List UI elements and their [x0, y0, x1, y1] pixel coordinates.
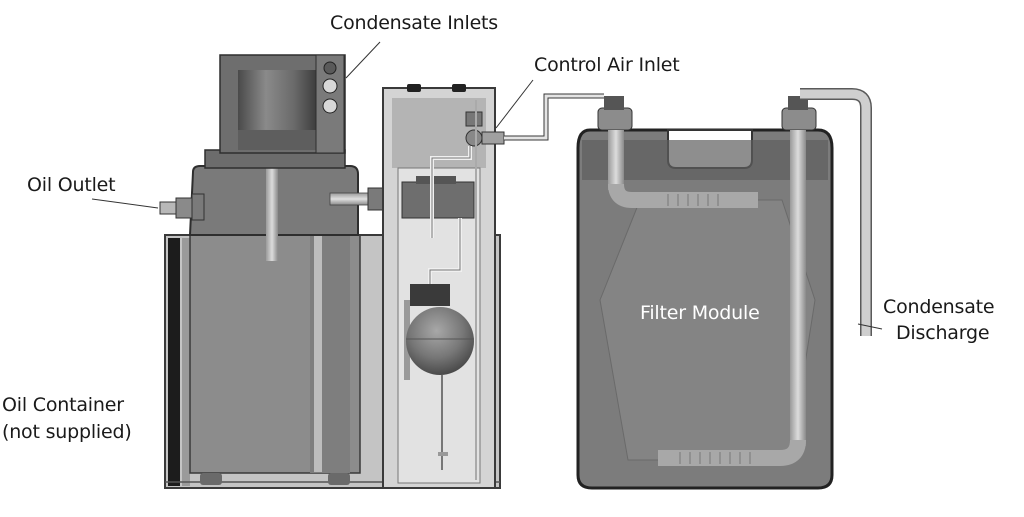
float-ball	[406, 307, 474, 375]
label-oil-outlet: Oil Outlet	[27, 174, 116, 196]
discharge-pipe	[800, 88, 872, 336]
label-filter-module: Filter Module	[640, 302, 760, 324]
label-condensate-inlets: Condensate Inlets	[330, 12, 499, 34]
label-control-air-inlet: Control Air Inlet	[534, 54, 680, 76]
label-oil-container-note: (not supplied)	[2, 421, 132, 443]
label-condensate-discharge-line2: Discharge	[896, 322, 990, 344]
separator-unit	[159, 54, 389, 485]
control-air-line	[504, 93, 604, 141]
label-oil-container: Oil Container	[2, 394, 124, 416]
condensate-inlet-port-icon	[322, 78, 338, 94]
condensate-inlet-port-icon	[323, 61, 337, 75]
filter-module	[576, 96, 834, 490]
control-housing	[382, 84, 505, 489]
label-condensate-discharge-line1: Condensate	[883, 296, 995, 318]
leader-lines	[91, 41, 883, 330]
condensate-inlet-port-icon	[322, 98, 338, 114]
